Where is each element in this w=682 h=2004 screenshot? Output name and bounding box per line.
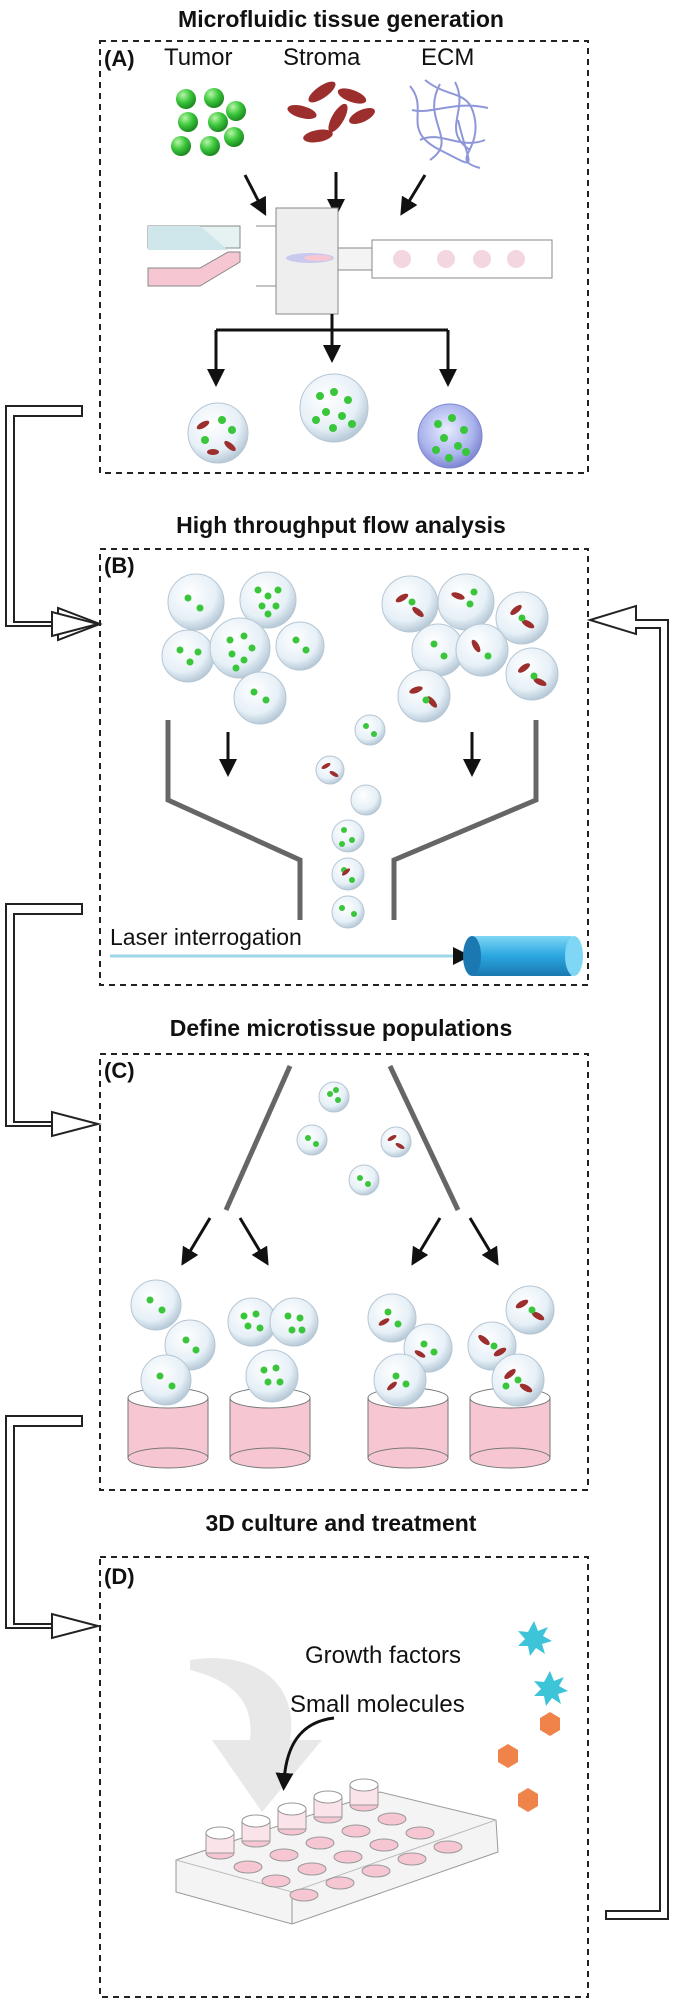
hollow-left-arrow-icon [586, 604, 669, 1920]
label-stroma: Stroma [283, 44, 361, 71]
ecm-fibers [409, 79, 489, 169]
branch-arrows-a [207, 314, 457, 387]
flow-funnel [165, 720, 539, 920]
well-3 [367, 1293, 453, 1469]
down-arrow-icon [181, 1217, 212, 1266]
label-laser: Laser interrogation [110, 924, 302, 950]
letter-d: (D) [104, 1564, 135, 1589]
letter-a: (A) [104, 46, 135, 71]
well-2 [227, 1297, 319, 1469]
droplet-mixed [187, 402, 249, 464]
multiwell-plate [175, 1778, 499, 1925]
connector-a-to-b [5, 405, 102, 638]
panel-c-frame [99, 1053, 589, 1491]
microtissue-cluster-right [381, 573, 559, 723]
connector-ab [12, 412, 100, 622]
title-a: Microfluidic tissue generation [178, 6, 504, 32]
hexagon-icon [498, 1712, 560, 1812]
down-arrow-icon [468, 1217, 499, 1266]
tumor-cells [171, 88, 246, 156]
well-1 [127, 1279, 216, 1469]
droplet-tumor [299, 373, 369, 443]
panel-a-frame [99, 40, 589, 474]
pour-shape [190, 1658, 322, 1812]
down-arrow-icon [400, 174, 427, 216]
title-c: Define microtissue populations [169, 1015, 513, 1041]
label-growth-factors: Growth factors [305, 1642, 462, 1669]
label-ecm: ECM [421, 44, 475, 71]
stroma-cells [287, 81, 375, 143]
flowing-microtissues [315, 714, 386, 929]
label-tumor: Tumor [164, 44, 233, 71]
detector-cylinder-icon [463, 936, 583, 976]
starburst-icon [534, 1671, 568, 1706]
panel-b-frame [99, 548, 589, 986]
down-arrow-icon [243, 174, 267, 217]
hollow-right-arrow-icon [5, 407, 103, 642]
starburst-icon [518, 1621, 552, 1656]
curved-arrow-icon [275, 1716, 335, 1791]
connector-b-to-c [5, 903, 102, 1138]
sorted-microtissues [296, 1081, 412, 1196]
title-d: 3D culture and treatment [205, 1510, 477, 1536]
label-small-molecules: Small molecules [290, 1691, 465, 1718]
down-arrow-icon [238, 1217, 269, 1266]
sorting-funnel [223, 1064, 461, 1212]
letter-b: (B) [104, 553, 135, 578]
droplet-ecm [417, 403, 483, 469]
title-b: High throughput flow analysis [176, 512, 506, 538]
microfluidic-chip [147, 207, 553, 315]
microtissue-cluster-left [161, 571, 325, 725]
down-arrow-icon [411, 1217, 442, 1266]
letter-c: (C) [104, 1058, 135, 1083]
connector-c-to-d [5, 1415, 102, 1640]
panel-d-frame [99, 1556, 589, 1998]
well-4 [467, 1285, 555, 1469]
